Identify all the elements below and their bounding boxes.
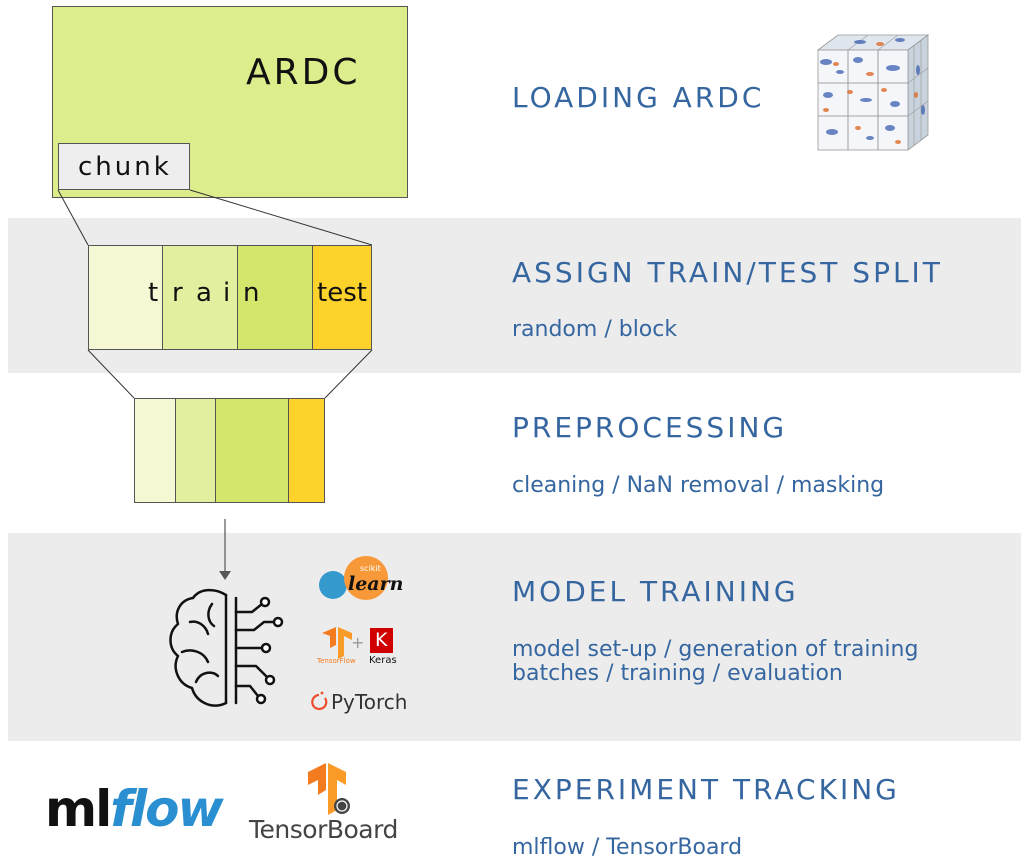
pytorch-text: PyTorch	[331, 690, 408, 714]
stage-title-preprocessing: PREPROCESSING	[512, 411, 788, 444]
chunk-label: chunk	[78, 152, 172, 182]
stage-title-tracking: EXPERIMENT TRACKING	[512, 773, 900, 806]
sklearn-small-text: scikit	[360, 564, 381, 573]
stage-subtitle-split: random / block	[512, 317, 678, 342]
prep-seg-1	[134, 398, 176, 503]
stage-title-training: MODEL TRAINING	[512, 575, 799, 608]
plus-sign: +	[351, 633, 365, 652]
train-letter-r: r	[172, 278, 183, 308]
prep-seg-2	[175, 398, 216, 503]
train-letter-a: a	[196, 278, 212, 308]
chunk-box	[58, 143, 190, 190]
tensorflow-text: TensorFlow	[317, 657, 356, 665]
keras-letter: K	[375, 629, 388, 651]
band-training	[8, 533, 1021, 741]
split-seg-2	[162, 245, 238, 350]
stage-title-split: ASSIGN TRAIN/TEST SPLIT	[512, 256, 943, 289]
test-label: test	[317, 278, 367, 308]
train-letter-n: n	[243, 278, 260, 308]
prep-seg-4	[288, 398, 325, 503]
sklearn-text: learn	[348, 573, 404, 595]
mlflow-logo: mlflow	[45, 780, 224, 838]
prep-seg-3	[215, 398, 289, 503]
mlflow-ml: ml	[45, 780, 112, 838]
mlflow-flow: flow	[110, 780, 223, 838]
train-letter-i: i	[223, 278, 231, 308]
split-seg-4	[312, 245, 372, 350]
tensorboard-text: TensorBoard	[249, 815, 398, 844]
ardc-label: ARDC	[246, 52, 361, 93]
keras-text: Keras	[369, 655, 397, 666]
train-letter-t: t	[148, 278, 159, 308]
stage-subtitle-training-2: batches / training / evaluation	[512, 661, 843, 686]
stage-subtitle-training-1: model set-up / generation of training	[512, 637, 919, 662]
stage-subtitle-preprocessing: cleaning / NaN removal / masking	[512, 473, 885, 498]
keras-logo	[370, 628, 393, 653]
stage-subtitle-tracking: mlflow / TensorBoard	[512, 835, 743, 860]
stage-title-loading: LOADING ARDC	[512, 81, 765, 114]
